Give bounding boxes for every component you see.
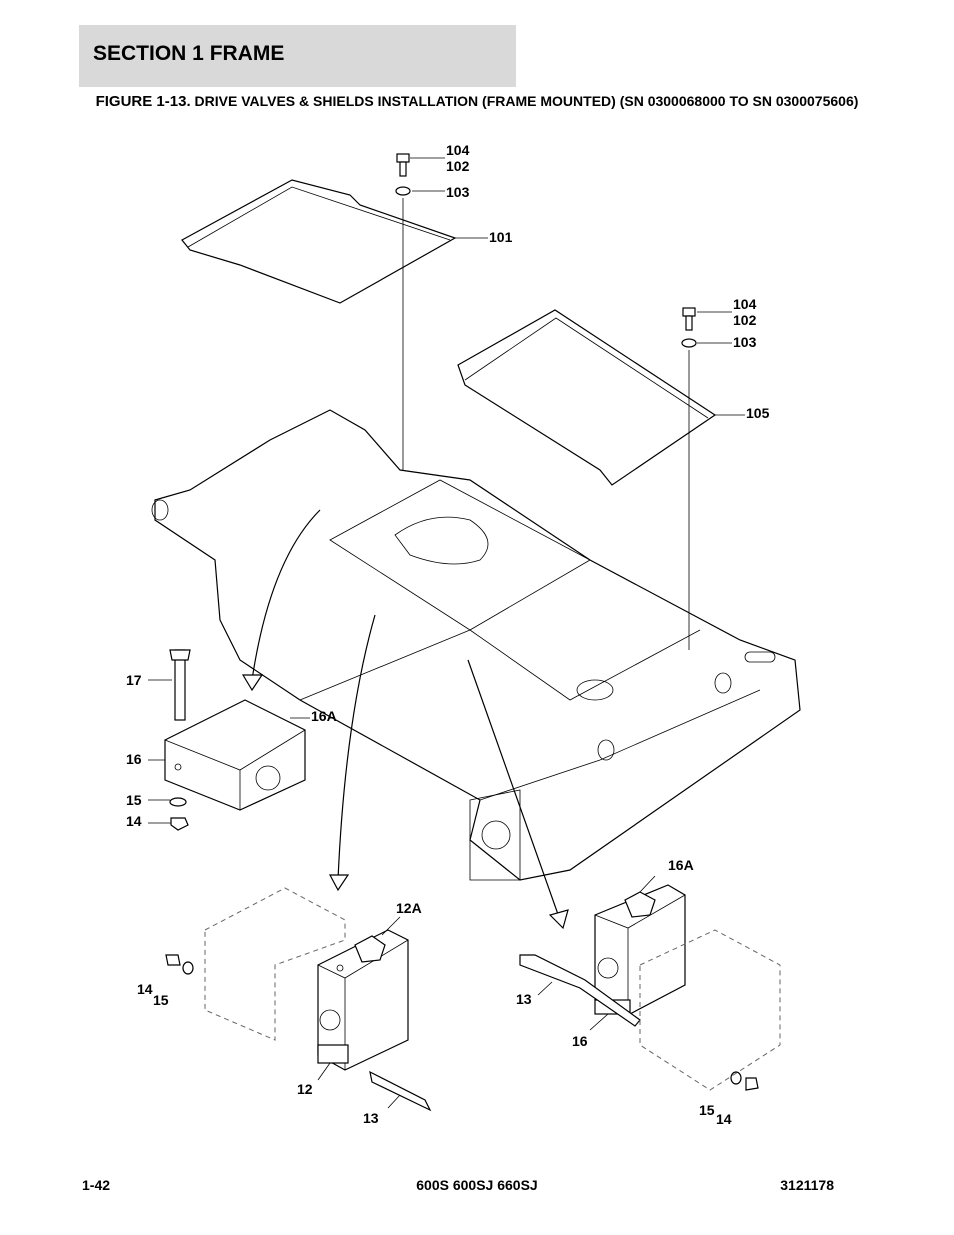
arrow-left: [241, 509, 321, 692]
callout-13-middle: 13: [516, 991, 532, 1007]
shield-105: [457, 309, 717, 486]
shield-right-dashed: [639, 929, 781, 1091]
section-title: SECTION 1 FRAME: [93, 42, 285, 65]
callout-16-left: 16: [126, 751, 142, 767]
bolt-104-right: [681, 307, 697, 650]
callout-14-left: 14: [126, 813, 142, 829]
footer-page-number: 1-42: [82, 1177, 111, 1193]
figure-label: FIGURE 1-13.: [95, 93, 191, 110]
callout-12a: 12A: [396, 900, 422, 916]
callout-16-right: 16: [572, 1033, 588, 1049]
footer-doc-number: 3121178: [780, 1177, 834, 1193]
callout-101: 101: [489, 229, 513, 245]
callout-12: 12: [297, 1081, 313, 1097]
callout-102-top: 102: [446, 158, 470, 174]
callout-102-right: 102: [733, 312, 757, 328]
callout-15-right: 15: [699, 1102, 715, 1118]
arrow-middle: [329, 614, 376, 892]
callout-105: 105: [746, 405, 770, 421]
callout-15-middle: 15: [153, 992, 169, 1008]
valve-16-right: [519, 884, 759, 1091]
callout-104-right: 104: [733, 296, 757, 312]
main-frame: [151, 409, 801, 881]
callout-103-right: 103: [733, 334, 757, 350]
section-header-bar: SECTION 1 FRAME: [79, 25, 516, 87]
valve-12-middle: [165, 929, 432, 1112]
bolt-104-top: [395, 153, 411, 470]
callout-16a-left: 16A: [311, 708, 337, 724]
callout-14-middle: 14: [137, 981, 153, 997]
figure-caption: FIGURE 1-13. DRIVE VALVES & SHIELDS INST…: [82, 91, 872, 112]
shield-middle-dashed: [204, 887, 346, 1041]
callout-15-left: 15: [126, 792, 142, 808]
leader-lines: [148, 157, 745, 1109]
callout-104-top: 104: [446, 142, 470, 158]
callout-103-top: 103: [446, 184, 470, 200]
callout-14-right: 14: [716, 1111, 732, 1127]
callout-17: 17: [126, 672, 142, 688]
footer-models: 600S 600SJ 660SJ: [416, 1177, 538, 1193]
callout-16a-right: 16A: [668, 857, 694, 873]
arrow-right: [467, 659, 569, 930]
figure-caption-text: DRIVE VALVES & SHIELDS INSTALLATION (FRA…: [194, 93, 859, 109]
valve-16-left: [164, 649, 306, 831]
callout-13-bottom: 13: [363, 1110, 379, 1126]
shield-101: [181, 179, 457, 304]
